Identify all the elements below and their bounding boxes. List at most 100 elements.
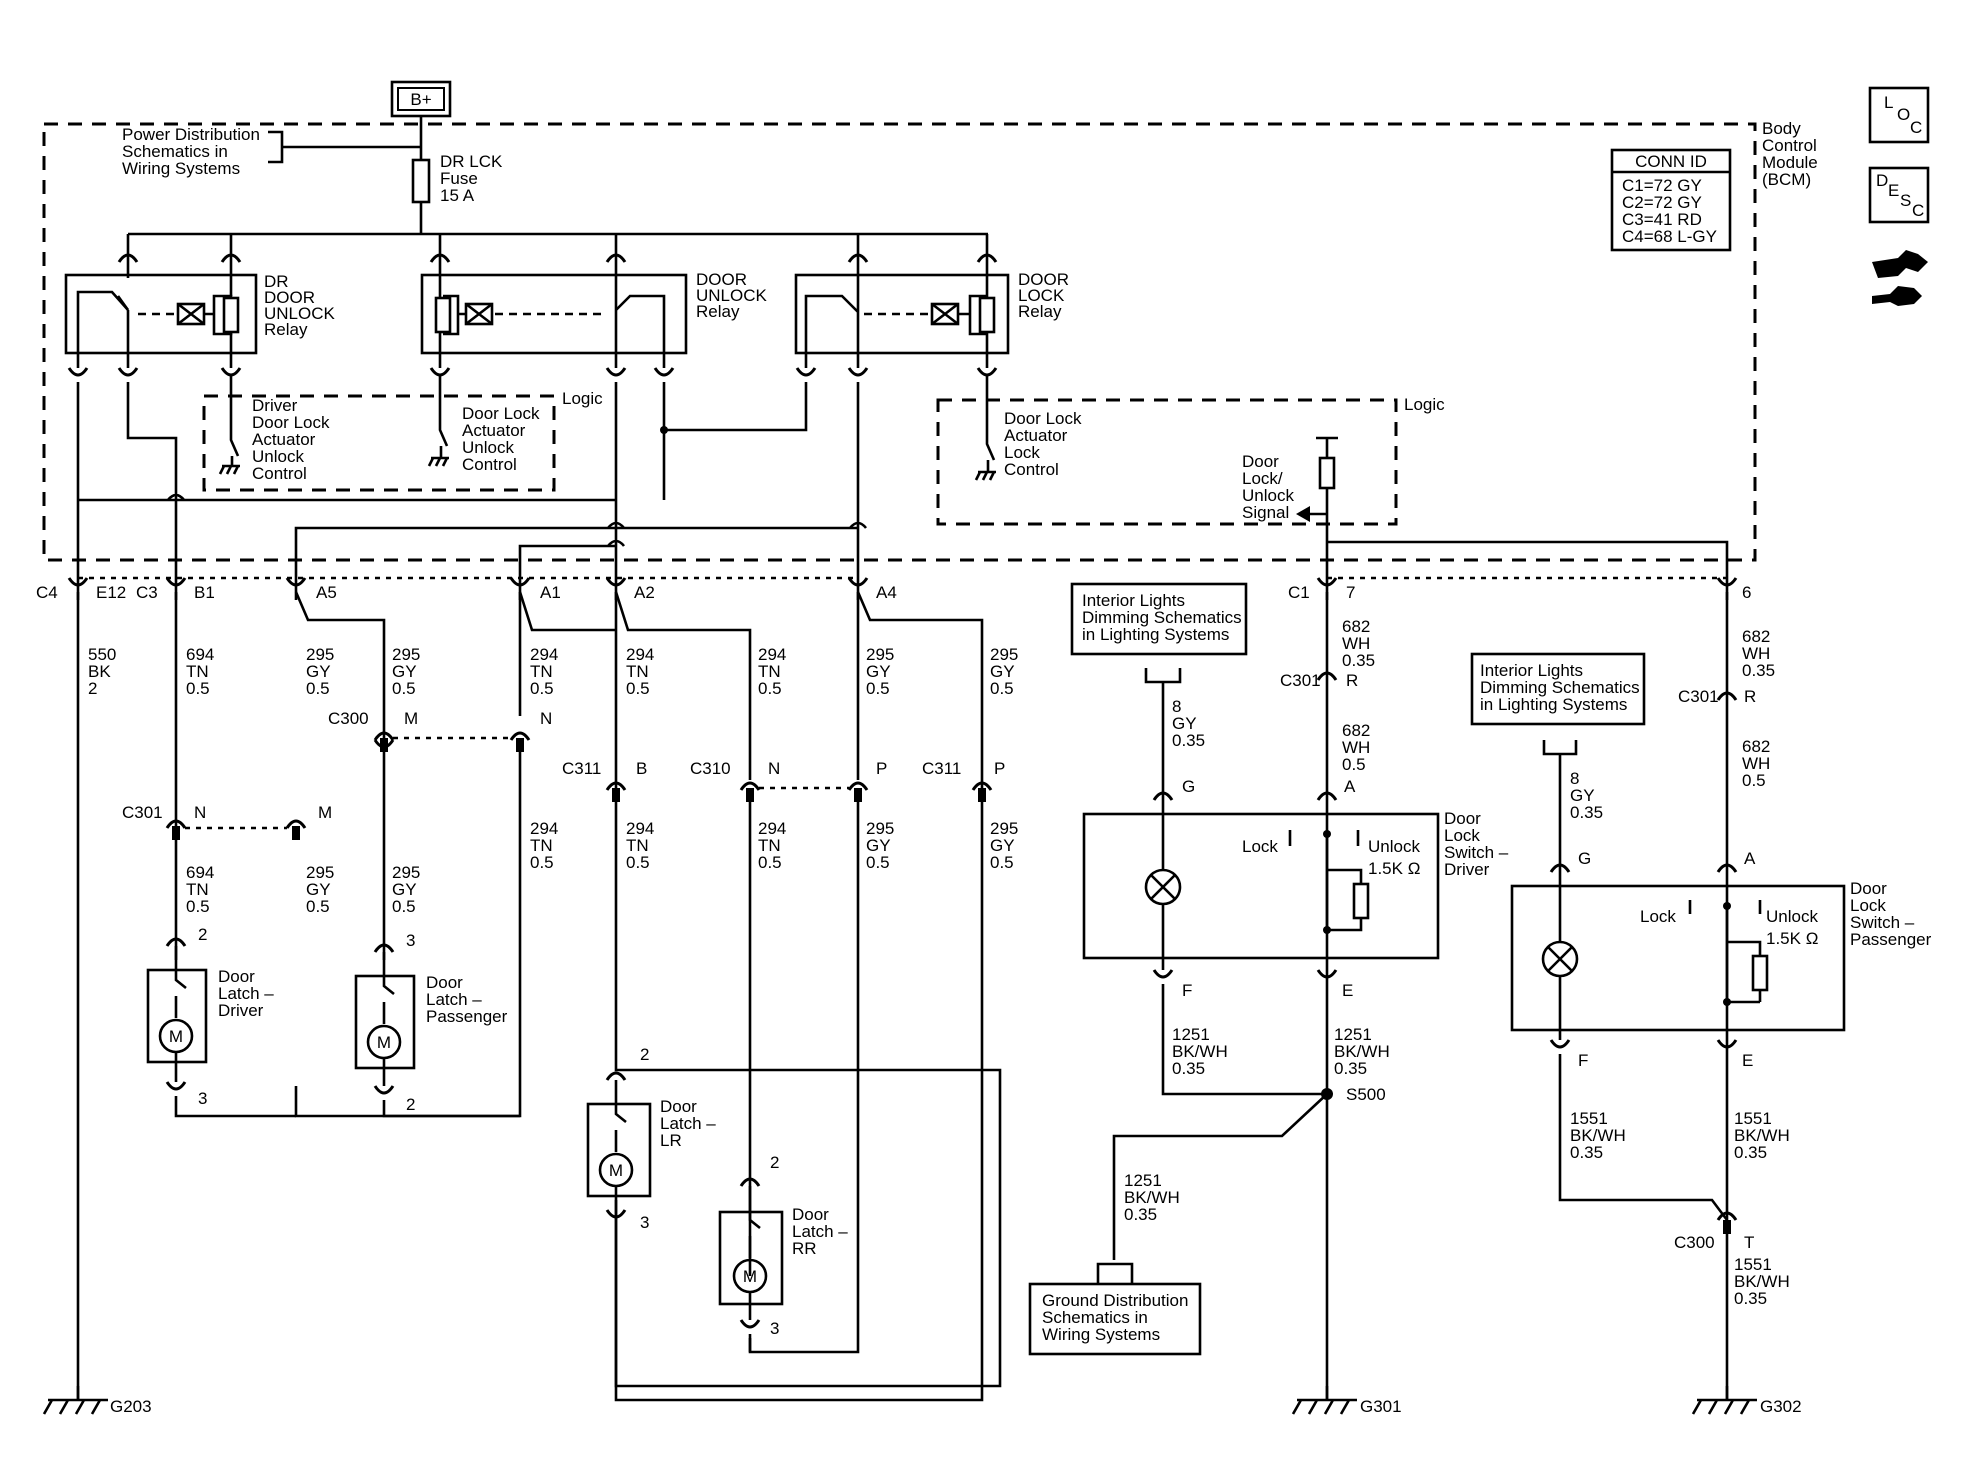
wl-1551b-n: 1551 — [1734, 1109, 1772, 1128]
dr-relay-l2: DOOR — [264, 288, 315, 307]
driver-ctrl-l1: Driver — [252, 396, 298, 415]
wl-295d-n: 295 — [990, 645, 1018, 664]
wl-682a-s: 0.35 — [1342, 651, 1375, 670]
bcm-internal-wiring — [76, 382, 1729, 600]
drv-sw-lock: Lock — [1242, 837, 1278, 856]
wl-295g-n: 295 — [866, 819, 894, 838]
wl-294a-c: TN — [530, 662, 553, 681]
wl-694b-s: 0.5 — [186, 897, 210, 916]
latch-rr-l1: Door — [792, 1205, 829, 1224]
lbl-n-c: N — [768, 759, 780, 778]
bcm-label: Body Control Module (BCM) — [1762, 119, 1818, 189]
driver-ctrl-l5: Control — [252, 464, 307, 483]
pass-c301: C301 — [1678, 687, 1719, 706]
logic-label-1: Logic — [562, 389, 603, 408]
conn-a4: A4 — [876, 583, 897, 602]
driver-pin2: 2 — [198, 925, 207, 944]
wl-295e-n: 295 — [306, 863, 334, 882]
latch-lr-l2: Latch – — [660, 1114, 716, 1133]
bcm-label-2: Control — [1762, 136, 1817, 155]
int-ref-pass-l1: Interior Lights — [1480, 661, 1583, 680]
wl-295c-n: 295 — [866, 645, 894, 664]
harness-wires — [76, 591, 1002, 1402]
bcm-connector-pins — [67, 577, 1738, 587]
lock-relay-l1: DOOR — [1018, 270, 1069, 289]
wl-1251a-s: 0.35 — [1172, 1059, 1205, 1078]
wrench-icon[interactable] — [1872, 250, 1928, 306]
location-icon[interactable]: L O C — [1868, 86, 1930, 144]
unlock-ctrl-l1: Door Lock — [462, 404, 540, 423]
latch-pass-l2: Latch – — [426, 990, 482, 1009]
conn-a1: A1 — [540, 583, 561, 602]
wl-682b-s: 0.5 — [1342, 755, 1366, 774]
power-ref-line2: Schematics in — [122, 142, 228, 161]
lbl-c310: C310 — [690, 759, 731, 778]
pass-c300: C300 — [1674, 1233, 1715, 1252]
latch-driver-l2: Latch – — [218, 984, 274, 1003]
lbl-n-a: N — [540, 709, 552, 728]
lock-ctrl-l1: Door Lock — [1004, 409, 1082, 428]
drv-sw-unlock: Unlock — [1368, 837, 1420, 856]
bcm-label-4: (BCM) — [1762, 170, 1811, 189]
wl-8b-c: GY — [1570, 786, 1595, 805]
wl-295d-s: 0.5 — [990, 679, 1014, 698]
passenger-pin2: 2 — [406, 1095, 415, 1114]
lbl-c311-a: C311 — [562, 759, 601, 778]
int-ref-pass-l2: Dimming Schematics — [1480, 678, 1640, 697]
drv-sw-l4: Driver — [1444, 860, 1490, 879]
relay-pin-stubs — [76, 353, 989, 368]
door-unlock-relay: DOOR UNLOCK Relay — [420, 262, 768, 355]
wl-682c-c: WH — [1742, 644, 1770, 663]
latch-pass-l1: Door — [426, 973, 463, 992]
bcm-label-1: Body — [1762, 119, 1801, 138]
desc-d: D — [1876, 171, 1888, 190]
wl-294d-s: 0.5 — [530, 853, 554, 872]
wl-550-c: BK — [88, 662, 111, 681]
wl-1251a-n: 1251 — [1172, 1025, 1210, 1044]
lock-relay-l2: LOCK — [1018, 286, 1065, 305]
wl-694a-s: 0.5 — [186, 679, 210, 698]
conn-id-c4: C4=68 L-GY — [1622, 227, 1717, 246]
lbl-m-b: M — [318, 803, 332, 822]
wl-682b-c: WH — [1342, 738, 1370, 757]
unlock-relay-l2: UNLOCK — [696, 286, 768, 305]
lbl-c300-a: C300 — [328, 709, 369, 728]
pass-sw-l2: Lock — [1850, 896, 1886, 915]
wl-294f-c: TN — [758, 836, 781, 855]
rr-pin2: 2 — [770, 1153, 779, 1172]
wl-295c-s: 0.5 — [866, 679, 890, 698]
logic-label-2: Logic — [1404, 395, 1445, 414]
signal-l3: Unlock — [1242, 486, 1294, 505]
pass-pin-e: E — [1742, 1051, 1753, 1070]
bcm-outline — [42, 122, 1757, 562]
wl-694a-c: TN — [186, 662, 209, 681]
driver-switch-wiring: 7 682 WH 0.35 C301 R 682 WH 0.5 A — [1280, 592, 1375, 1400]
driver-ctrl-l4: Unlock — [252, 447, 304, 466]
wl-1551b-s: 0.35 — [1734, 1143, 1767, 1162]
door-latch-driver: M 2 3 Door Latch – Driver — [146, 925, 296, 1118]
wl-295b-c: GY — [392, 662, 417, 681]
gnd-ref-l3: Wiring Systems — [1042, 1325, 1160, 1344]
wl-294f-s: 0.5 — [758, 853, 782, 872]
drv-sw-l1: Door — [1444, 809, 1481, 828]
door-lock-switch-driver: Lock Unlock 1.5K Ω Door Lock Switch – Dr… — [1082, 800, 1509, 1096]
junction-dot — [660, 426, 668, 434]
wl-1251b-c: BK/WH — [1334, 1042, 1390, 1061]
description-icon[interactable]: D E S C — [1868, 166, 1930, 224]
wl-295b-s: 0.5 — [392, 679, 416, 698]
latch-pass-l3: Passenger — [426, 1007, 508, 1026]
wl-294b-n: 294 — [626, 645, 654, 664]
drv-sw-res: 1.5K Ω — [1368, 859, 1420, 878]
conn-c4: C4 — [36, 583, 58, 602]
wl-295h-c: GY — [990, 836, 1015, 855]
wl-295c-c: GY — [866, 662, 891, 681]
pass-sw-l4: Passenger — [1850, 930, 1932, 949]
g203-label: G203 — [110, 1397, 152, 1416]
wl-8a-n: 8 — [1172, 697, 1181, 716]
wl-8b-n: 8 — [1570, 769, 1579, 788]
lbl-b: B — [636, 759, 647, 778]
wl-550-s: 2 — [88, 679, 97, 698]
int-ref-drv-l3: in Lighting Systems — [1082, 625, 1229, 644]
